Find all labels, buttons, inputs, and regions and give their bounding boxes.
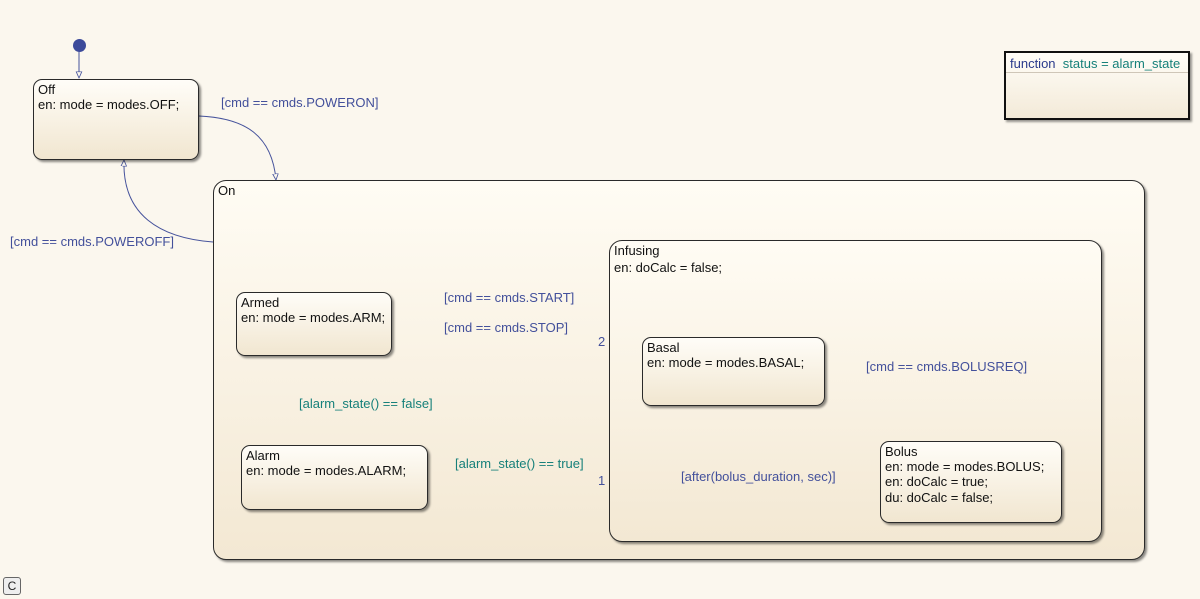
state-action: en: mode = modes.BASAL; [647, 355, 805, 370]
state-action: en: doCalc = false; [614, 260, 723, 275]
state-name: Bolus [885, 444, 918, 459]
state-action: en: mode = modes.ARM; [241, 310, 386, 325]
state-name: Off [38, 82, 56, 97]
state-name: Basal [647, 340, 680, 355]
state-action: en: mode = modes.OFF; [38, 97, 180, 112]
graphical-function-alarm-state[interactable]: function status = alarm_state [1004, 51, 1190, 120]
state-off[interactable]: Off en: mode = modes.OFF; [33, 79, 199, 160]
state-bolus[interactable]: Bolus en: mode = modes.BOLUS; en: doCalc… [880, 441, 1062, 523]
label-alarm-false[interactable]: [alarm_state() == false] [299, 396, 433, 411]
state-name: Armed [241, 295, 280, 310]
default-transition-dot-off [73, 39, 86, 52]
label-bolus-req[interactable]: [cmd == cmds.BOLUSREQ] [866, 359, 1028, 374]
label-stop[interactable]: [cmd == cmds.STOP] [444, 320, 569, 335]
label-after-bolus[interactable]: [after(bolus_duration, sec)] [681, 469, 836, 484]
state-action: en: mode = modes.BOLUS; [885, 459, 1045, 474]
transition-power-on [198, 115, 276, 180]
state-name: Alarm [246, 448, 280, 463]
function-divider [1006, 72, 1188, 73]
function-signature: function status = alarm_state [1010, 56, 1180, 71]
state-action: en: doCalc = true; [885, 474, 988, 489]
label-start[interactable]: [cmd == cmds.START] [444, 290, 575, 305]
function-keyword: function [1010, 56, 1056, 71]
priority-alarm: 1 [598, 473, 606, 488]
state-action: du: doCalc = false; [885, 490, 994, 505]
chart-badge-icon[interactable]: C [3, 577, 21, 595]
state-action: en: mode = modes.ALARM; [246, 463, 407, 478]
label-power-off[interactable]: [cmd == cmds.POWEROFF] [10, 234, 174, 249]
state-basal[interactable]: Basal en: mode = modes.BASAL; [642, 337, 825, 406]
function-name: status = alarm_state [1062, 56, 1181, 71]
state-name: On [218, 183, 236, 198]
label-alarm-true[interactable]: [alarm_state() == true] [455, 456, 584, 471]
label-power-on[interactable]: [cmd == cmds.POWERON] [221, 95, 379, 110]
transition-power-off [124, 160, 214, 243]
state-alarm[interactable]: Alarm en: mode = modes.ALARM; [241, 445, 428, 510]
state-armed[interactable]: Armed en: mode = modes.ARM; [236, 292, 392, 356]
state-name: Infusing [614, 243, 660, 258]
priority-stop: 2 [598, 334, 606, 349]
